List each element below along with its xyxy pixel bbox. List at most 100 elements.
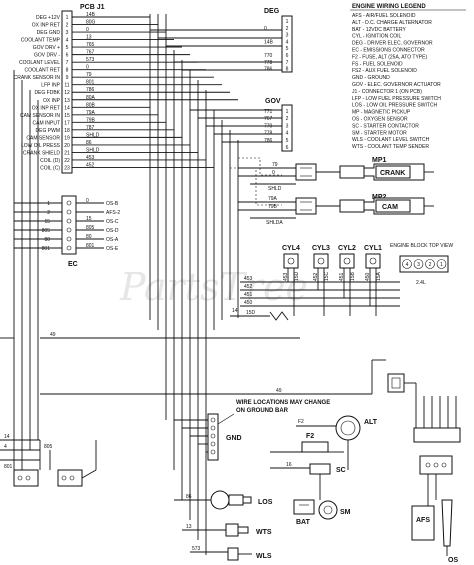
deg-pin-num: 2 [286, 26, 289, 32]
pcb-pin-num: 22 [64, 158, 70, 164]
pcb-pin-num: 18 [64, 128, 70, 134]
gov-pin-num: 4 [286, 131, 289, 137]
ground-bar: GND [174, 413, 242, 461]
gov-pin-wire: 771 [264, 109, 273, 115]
pcb-pin-num: 3 [66, 30, 69, 36]
deg-pin-wire: 770 [264, 53, 273, 59]
pcb-pin-num: 2 [66, 23, 69, 29]
gnd-note-line2: ON GROUND BAR [236, 408, 289, 414]
pcb-pin-num: 11 [64, 83, 69, 89]
mp1-label: MP1 [372, 157, 387, 164]
cyl-label: CYL2 [338, 245, 356, 252]
ec-row-wire: 801 [86, 243, 95, 249]
engine-block-cell: 3 [417, 262, 420, 268]
gov-pin-wire: 767 [264, 116, 273, 122]
cyl-label: CYL4 [282, 245, 300, 252]
pcb-pin-wire: SHLD [86, 132, 100, 138]
ec-row-wire: 0 [86, 198, 89, 204]
pcb-pin-wire: 767 [86, 50, 95, 56]
pcb-pin-name: DEG +12V [36, 15, 61, 21]
pcb-pin-wire: 452 [86, 162, 95, 168]
svg-text:F2: F2 [298, 419, 304, 425]
watermark: PartsTree [119, 265, 308, 309]
los-label: LOS [258, 499, 273, 506]
pcb-pin-num: 7 [66, 60, 69, 66]
wire-805: 805 [44, 444, 53, 450]
legend-item: J1 - CONNECTOR 1 (ON PCB) [352, 89, 422, 95]
pcb-pin-wire: 80B [86, 102, 96, 108]
wire-452: 452 [244, 284, 253, 290]
pcb-pin-wire: 787 [86, 125, 95, 131]
wls-label: WLS [256, 553, 272, 560]
deg-label: DEG [264, 8, 280, 15]
pcb-pin-name: COIL (C) [40, 165, 60, 171]
deg-pin-num: 3 [286, 33, 289, 39]
wire-49-top: 49 [50, 332, 56, 338]
cyl-wire-2: 15D [294, 271, 300, 281]
deg-pin-num: 8 [286, 67, 289, 73]
cyl-wire-2: 15B [350, 271, 356, 281]
engine-block-cell: 4 [406, 262, 409, 268]
mp2-wire-3: SHLDA [266, 220, 283, 226]
ec-body [61, 195, 77, 255]
legend-item: LFP - LOW FUEL PRESSURE SWITCH [352, 96, 441, 102]
gov-pin-num: 6 [286, 145, 289, 151]
battery: BAT [293, 499, 315, 526]
pcb-pin-name: OX INP RET [32, 105, 60, 111]
wire-450: 450 [244, 300, 253, 306]
legend-item: WLS - COOLANT LEVEL SWITCH [352, 137, 430, 143]
legend-item: CYL - IGNITION COIL [352, 34, 401, 40]
lower-left-connectors: 14 4 801 805 [0, 434, 97, 487]
pcb-pin-name: CAM SENSOR IN [20, 113, 60, 119]
ec-label: EC [68, 261, 78, 268]
pcb-pin-name: DEG FDBK [34, 90, 60, 96]
pcb-pin-wire: SHLD [86, 147, 100, 153]
legend-item: FS2 - AUX FUEL SOLENOID [352, 68, 417, 74]
deg-pin-num: 1 [286, 19, 289, 25]
pcb-pin-name: DEG PWM [36, 128, 60, 134]
pcb-pin-name: CRANK SHIELD [23, 150, 60, 156]
ec-row-wire: 15 [86, 216, 92, 222]
engine-block-cell: 1 [440, 262, 443, 268]
legend-item: EC - EMISSIONS CONNECTOR [352, 48, 425, 54]
ec-row-left: 80 [44, 237, 50, 243]
pcb-pin-wire: 801 [86, 80, 95, 86]
legend-item: AFS - AIR/FUEL SOLENOID [352, 13, 416, 19]
pcb-pin-wire: 79A [86, 110, 96, 116]
wire-15d: 15D [246, 310, 256, 316]
mp1-crank-sensor: MP1 79 0 SHLD CRANK [238, 157, 434, 192]
deg-pin-wire: 0 [264, 26, 267, 32]
gnd-label: GND [226, 435, 242, 442]
pcb-pin-num: 9 [66, 75, 69, 81]
ec-row-left: 805 [42, 228, 51, 234]
pcb-pin-name: CRANK SENSOR IN [14, 75, 61, 81]
pcb-pin-name: COOLANT RET [25, 68, 60, 74]
deg-pin-wire: 14B [264, 39, 274, 45]
wire-13: 13 [186, 524, 192, 530]
gov-body [281, 104, 293, 152]
fuse-f2: F2 [270, 433, 344, 453]
svg-text:14: 14 [4, 434, 10, 440]
legend-item: SC - STARTER CONTACTOR [352, 123, 419, 129]
mp1-wire-2: 0 [272, 170, 275, 176]
deg-body [281, 15, 293, 73]
legend-item: MP - MAGNETIC PICKUP [352, 110, 411, 116]
deg-pin-num: 6 [286, 53, 289, 59]
starter-motor: SM [318, 500, 351, 520]
ec-row-wire: 805 [86, 225, 95, 231]
ec-row-right: OS-D [106, 228, 119, 234]
engine-wiring-legend: ENGINE WIRING LEGEND AFS - AIR/FUEL SOLE… [350, 4, 466, 150]
legend-item: SM - STARTER MOTOR [352, 130, 407, 136]
wire-801: 801 [4, 464, 13, 470]
pcb-pin-num: 5 [66, 45, 69, 51]
pcb-pin-num: 15 [64, 113, 70, 119]
wire-86: 86 [186, 494, 192, 500]
harness-trunk [13, 14, 282, 555]
legend-title: ENGINE WIRING LEGEND [352, 4, 426, 10]
coolant-temp-sender: WTS 13 [182, 523, 272, 537]
os-label: OS [448, 557, 458, 564]
pcb-pin-name: GOV DRV + [33, 45, 60, 51]
